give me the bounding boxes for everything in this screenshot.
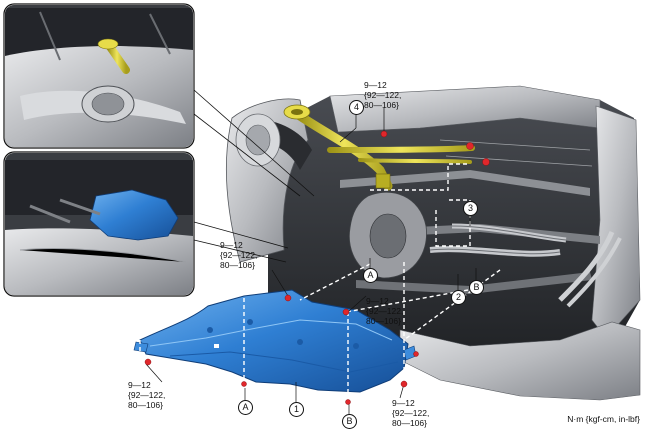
callout-ref-b-bottom: B: [342, 414, 357, 429]
callout-part-1: 1: [289, 402, 304, 417]
torque-kgfcm: {92—122,: [364, 90, 402, 100]
torque-kgfcm: {92—122,: [392, 408, 430, 418]
torque-label-middle: 9—12 {92—122, 80—106}: [366, 296, 403, 326]
torque-inlbf: 80—106}: [392, 418, 427, 428]
detail-inset-bottom: [3, 151, 195, 297]
torque-kgfcm: {92—122,: [366, 306, 404, 316]
callout-part-3: 3: [463, 201, 478, 216]
torque-inlbf: 80—106}: [128, 400, 163, 410]
torque-inlbf: 80—106}: [364, 100, 399, 110]
torque-label-lower-right: 9—12 {92—122, 80—106}: [392, 398, 429, 428]
reference-lines: [139, 163, 501, 402]
torque-value: 9—12: [220, 240, 243, 250]
bolt-markers: [144, 130, 490, 405]
fuel-filler-pipe: [283, 104, 475, 191]
torque-inlbf: 80—106}: [366, 316, 401, 326]
callout-ref-b-top: B: [469, 280, 484, 295]
torque-label-left: 9—12 {92—122, 80—106}: [220, 240, 257, 270]
torque-value: 9—12: [128, 380, 151, 390]
torque-kgfcm: {92—122,: [220, 250, 258, 260]
torque-kgfcm: {92—122,: [128, 390, 166, 400]
callout-part-2: 2: [451, 290, 466, 305]
torque-value: 9—12: [392, 398, 415, 408]
torque-label-lower-left: 9—12 {92—122, 80—106}: [128, 380, 165, 410]
torque-units-note: N·m {kgf-cm, in-lbf}: [567, 414, 640, 424]
inset-leaders: [193, 89, 315, 263]
callout-part-4: 4: [349, 100, 364, 115]
callout-ref-a-bottom: A: [238, 400, 253, 415]
torque-inlbf: 80—106}: [220, 260, 255, 270]
torque-label-filler-pipe: 9—12 {92—122, 80—106}: [364, 80, 401, 110]
detail-inset-top: [3, 3, 195, 149]
torque-value: 9—12: [364, 80, 387, 90]
torque-value: 9—12: [366, 296, 389, 306]
callout-ref-a-top: A: [363, 268, 378, 283]
